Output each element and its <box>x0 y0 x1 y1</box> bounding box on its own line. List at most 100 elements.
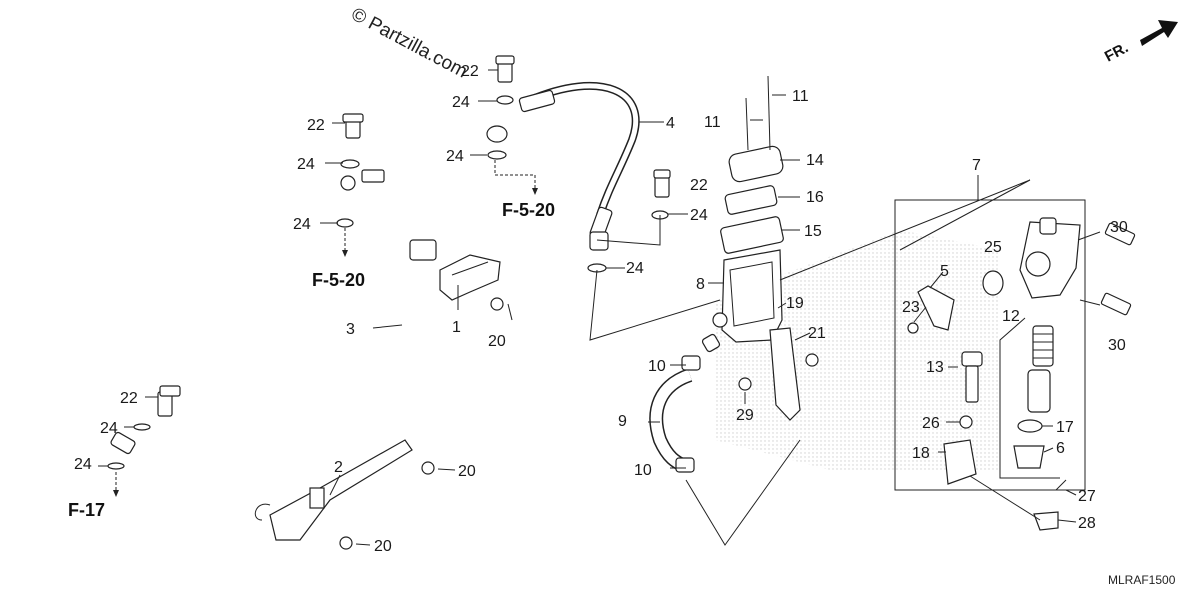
part-num-10-lower: 10 <box>634 462 652 479</box>
part-num-24-e: 24 <box>690 207 708 224</box>
part-num-19: 19 <box>786 295 804 312</box>
ref-label-f17: F-17 <box>68 500 105 520</box>
hose-fitting-top <box>361 169 385 183</box>
part-num-24-f: 24 <box>626 260 644 277</box>
washer-24-f <box>487 150 507 160</box>
part-num-20-a: 20 <box>488 333 506 350</box>
part-num-8: 8 <box>696 276 705 293</box>
part-num-15: 15 <box>804 223 822 240</box>
part-num-9: 9 <box>618 413 627 430</box>
bolt-20-a <box>490 297 504 311</box>
washer-24-b <box>336 218 354 228</box>
hose-grommet <box>409 239 437 261</box>
banjo-bolt-22-left <box>342 113 364 139</box>
master-cylinder-body-8 <box>701 249 783 353</box>
part-num-1: 1 <box>452 319 461 336</box>
diaphragm-15 <box>720 216 784 254</box>
part-num-22-bottom: 22 <box>120 390 138 407</box>
push-rod-13 <box>961 351 983 403</box>
reservoir-hose-9 <box>649 368 693 473</box>
screw-11-a <box>745 97 749 151</box>
part-num-21: 21 <box>808 325 826 342</box>
part-num-30-upper: 30 <box>1110 219 1128 236</box>
brake-hose-3 <box>110 168 439 494</box>
banjo-bolt-22-upper <box>495 55 515 83</box>
banjo-fitting-bottom <box>110 431 136 455</box>
part-num-10-upper: 10 <box>648 358 666 375</box>
o-ring-25 <box>982 270 1004 296</box>
part-num-24-b: 24 <box>293 216 311 233</box>
diagram-code: MLRAF1500 <box>1108 573 1176 587</box>
bolt-23 <box>907 322 919 334</box>
part-num-25: 25 <box>984 239 1002 256</box>
part-num-20-c: 20 <box>374 538 392 555</box>
brake-hose-4 <box>486 82 640 251</box>
clip-28 <box>1033 511 1059 531</box>
banjo-fitting-top <box>340 175 356 191</box>
washer-24-e <box>496 95 514 105</box>
part-num-12: 12 <box>1002 308 1020 325</box>
banjo-bolt-22-bottom <box>157 385 181 417</box>
push-rod-5 <box>917 285 955 331</box>
part-num-24-g: 24 <box>100 420 118 437</box>
part-num-17: 17 <box>1056 419 1074 436</box>
clevis-18 <box>943 439 977 485</box>
part-num-29: 29 <box>736 407 754 424</box>
part-num-24-h: 24 <box>74 456 92 473</box>
diaphragm-plate-16 <box>724 185 778 215</box>
banjo-bolt-22-mid <box>653 169 671 198</box>
bolt-30-b <box>1100 292 1132 316</box>
part-num-13: 13 <box>926 359 944 376</box>
washer-24-a <box>340 159 360 169</box>
part-num-11-left: 11 <box>704 114 721 131</box>
assembly-box-7 <box>894 199 1086 491</box>
part-num-24-d: 24 <box>446 148 464 165</box>
part-num-6: 6 <box>1056 440 1065 457</box>
bolt-21 <box>805 353 819 367</box>
circlip-17 <box>1017 419 1043 433</box>
washer-24-c <box>133 423 151 431</box>
part-num-22-upper: 22 <box>461 63 479 80</box>
hose-clamp-1 <box>439 254 501 301</box>
front-direction-label: FR. <box>1102 39 1131 65</box>
ref-label-f520-upper: F-5-20 <box>502 200 555 220</box>
hose-stay-2 <box>254 439 413 541</box>
part-num-22-mid: 22 <box>690 177 708 194</box>
part-num-14: 14 <box>806 152 824 169</box>
clip-10-a <box>681 355 701 371</box>
nut-26 <box>959 415 973 429</box>
leader-lines <box>98 69 1101 546</box>
front-arrow-icon <box>1140 20 1178 46</box>
master-cylinder-body-right <box>1019 217 1081 299</box>
ref-label-f520-left: F-5-20 <box>312 270 365 290</box>
spring-12 <box>1032 325 1054 367</box>
part-num-2: 2 <box>334 459 343 476</box>
part-num-24-a: 24 <box>297 156 315 173</box>
part-num-27: 27 <box>1078 488 1096 505</box>
bolt-30-a <box>1104 222 1136 246</box>
bolt-29 <box>738 377 752 391</box>
part-num-23: 23 <box>902 299 920 316</box>
part-num-11-right: 11 <box>792 88 809 105</box>
front-direction-indicator: FR. <box>1102 20 1178 66</box>
banjo-upper <box>486 125 508 143</box>
part-num-30-lower: 30 <box>1108 337 1126 354</box>
part-num-26: 26 <box>922 415 940 432</box>
piston-kit <box>1027 369 1051 413</box>
part-num-22-left: 22 <box>307 117 325 134</box>
pin-27 <box>1055 479 1067 491</box>
part-num-3: 3 <box>346 321 355 338</box>
part-num-28: 28 <box>1078 515 1096 532</box>
clip-10-b <box>675 457 695 473</box>
boot-6 <box>1013 445 1045 469</box>
part-num-20-b: 20 <box>458 463 476 480</box>
bracket-19 <box>769 327 801 421</box>
bolt-20-c <box>339 536 353 550</box>
part-num-4: 4 <box>666 115 675 132</box>
washer-24-d <box>107 462 125 470</box>
part-num-7: 7 <box>972 157 981 174</box>
part-num-18: 18 <box>912 445 930 462</box>
hose-fitting-upper <box>518 89 556 113</box>
